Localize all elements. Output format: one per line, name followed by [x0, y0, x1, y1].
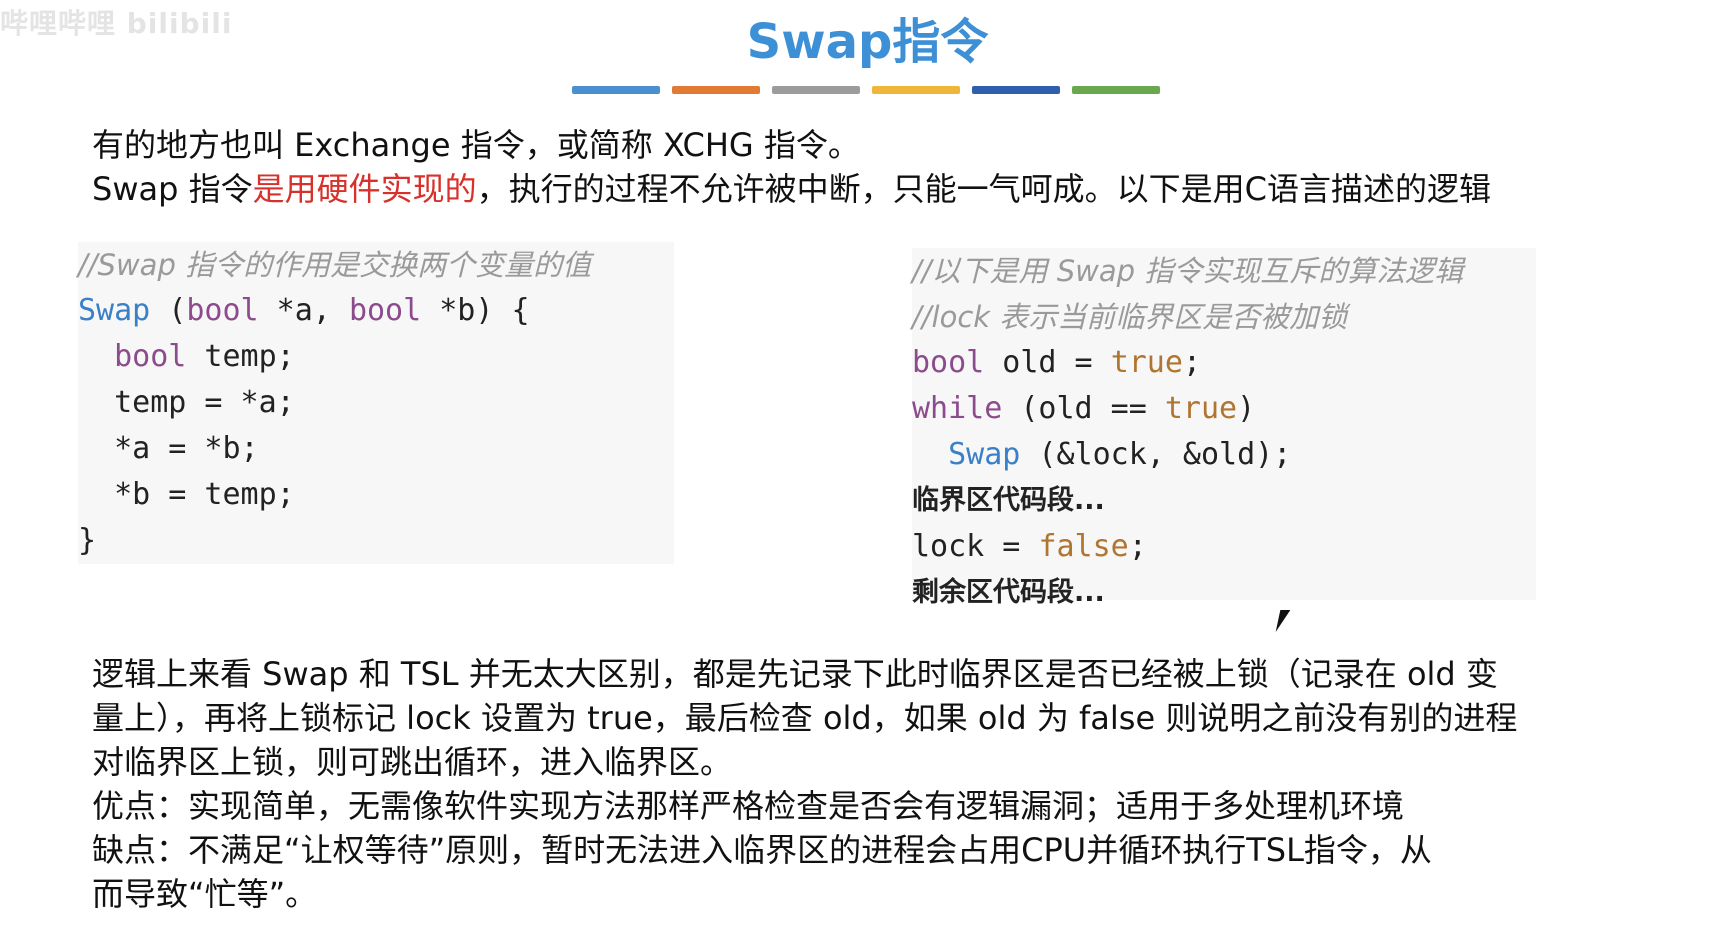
- summary-text: 逻辑上来看 Swap 和 TSL 并无太大区别，都是先记录下此时临界区是否已经被…: [92, 652, 1652, 916]
- keyword: bool: [78, 339, 187, 374]
- intro-line-2: Swap 指令是用硬件实现的，执行的过程不允许被中断，只能一气呵成。以下是用C语…: [92, 167, 1491, 211]
- color-segment: [572, 86, 660, 94]
- code-line: temp = *a;: [78, 385, 295, 420]
- code-line: bool temp;: [78, 334, 674, 380]
- slide-title: Swap指令: [746, 14, 989, 70]
- literal: false: [1038, 529, 1129, 564]
- code-line: 剩余区代码段...: [912, 577, 1105, 608]
- keyword: bool: [186, 293, 259, 328]
- code-text: *a,: [258, 293, 349, 328]
- color-segment: [1072, 86, 1160, 94]
- keyword: bool: [348, 293, 422, 328]
- keyword: while: [912, 391, 1003, 426]
- intro-text: Swap 指令: [92, 170, 253, 208]
- code-text: lock =: [912, 529, 1039, 564]
- code-text: ;: [1182, 345, 1201, 380]
- code-text: (: [150, 293, 187, 328]
- code-line: lock = false;: [912, 524, 1536, 570]
- code-line: bool old = true;: [912, 340, 1536, 386]
- literal: true: [1164, 391, 1238, 426]
- title-color-bar: [572, 86, 1160, 94]
- code-line: *b = temp;: [78, 477, 295, 512]
- disadvantages-line: 缺点：不满足“让权等待”原则，暂时无法进入临界区的进程会占用CPU并循环执行TS…: [92, 831, 1432, 869]
- code-text: *b) {: [421, 293, 530, 328]
- code-text: temp;: [186, 339, 295, 374]
- color-segment: [772, 86, 860, 94]
- function-name: Swap: [78, 293, 151, 328]
- code-comment: //Swap 指令的作用是交换两个变量的值: [78, 248, 592, 282]
- code-line: Swap (&lock, &old);: [912, 432, 1536, 478]
- color-segment: [872, 86, 960, 94]
- code-text: ): [1237, 391, 1256, 426]
- code-line: }: [78, 523, 97, 558]
- code-text: old =: [984, 345, 1111, 380]
- code-text: (old ==: [1002, 391, 1165, 426]
- function-name: Swap: [912, 437, 1021, 472]
- summary-line: 逻辑上来看 Swap 和 TSL 并无太大区别，都是先记录下此时临界区是否已经被…: [92, 655, 1498, 693]
- code-line: 临界区代码段...: [912, 485, 1105, 516]
- code-comment: //lock 表示当前临界区是否被加锁: [912, 300, 1348, 334]
- intro-line-1: 有的地方也叫 Exchange 指令，或简称 XCHG 指令。: [92, 126, 860, 164]
- watermark: 哔哩哔哩 bilibili: [0, 7, 233, 40]
- color-segment: [972, 86, 1060, 94]
- keyword: bool: [912, 345, 985, 380]
- code-comment: //以下是用 Swap 指令实现互斥的算法逻辑: [912, 254, 1464, 288]
- code-text: ;: [1128, 529, 1147, 564]
- code-block-mutex-logic: //以下是用 Swap 指令实现互斥的算法逻辑 //lock 表示当前临界区是否被…: [912, 248, 1536, 608]
- summary-line: 而导致“忙等”。: [92, 875, 318, 913]
- code-line: while (old == true): [912, 386, 1536, 432]
- color-segment: [672, 86, 760, 94]
- summary-line: 对临界区上锁，则可跳出循环，进入临界区。: [92, 743, 733, 781]
- summary-line: 量上），再将上锁标记 lock 设置为 true，最后检查 old，如果 old…: [92, 699, 1518, 737]
- code-line: Swap (bool *a, bool *b) {: [78, 288, 674, 334]
- code-text: (&lock, &old);: [1020, 437, 1292, 472]
- code-line: *a = *b;: [78, 431, 259, 466]
- advantages-line: 优点：实现简单，无需像软件实现方法那样严格检查是否会有逻辑漏洞；适用于多处理机环…: [92, 787, 1405, 825]
- literal: true: [1110, 345, 1183, 380]
- highlight-text: 是用硬件实现的: [252, 170, 477, 208]
- intro-text: ，执行的过程不允许被中断，只能一气呵成。以下是用C语言描述的逻辑: [476, 170, 1491, 208]
